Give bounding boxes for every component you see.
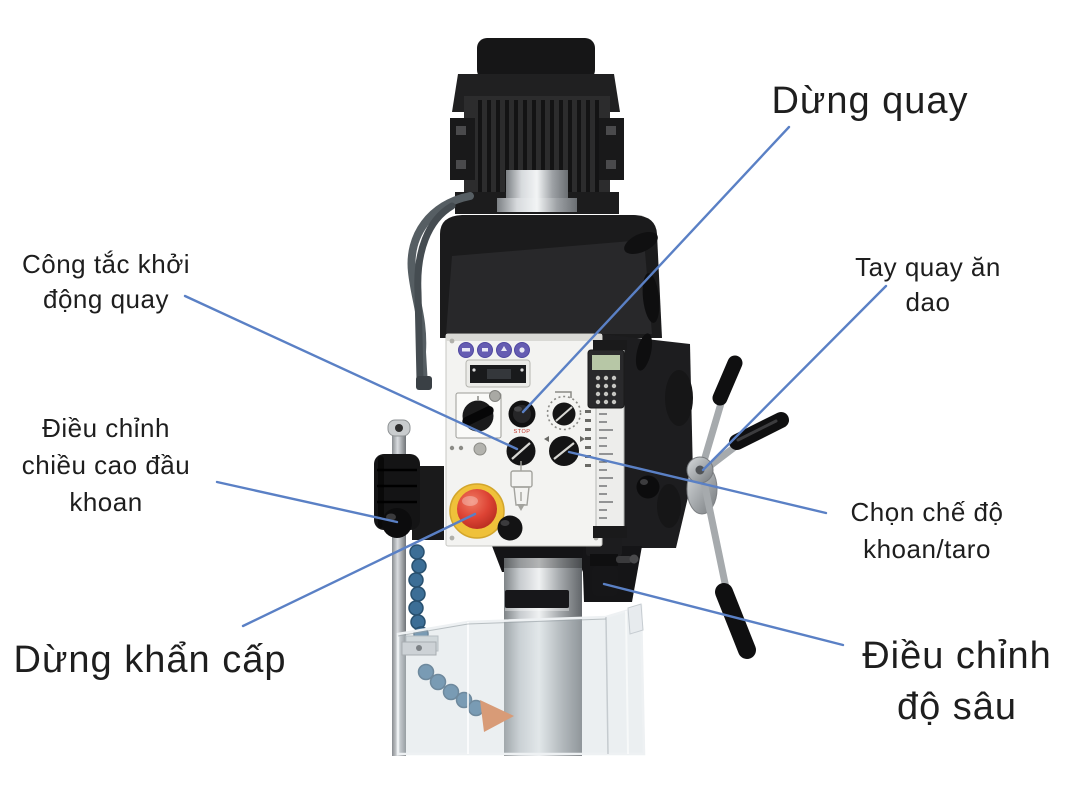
leader-chon-che-do [567,450,828,515]
quill-diagram-icon [510,461,533,511]
leader-dieu-chinh-chieu-cao [215,480,399,524]
leader-cong-tac-khoi-dong-quay [183,294,519,451]
spindle-collar [505,590,569,608]
leader-lines [183,125,888,647]
chip-guard [396,603,646,756]
label-chon-che-do-khoan-taro: Chọn chế độ khoan/taro [850,497,1004,564]
leader-tay-quay-an-dao [701,284,888,472]
label-dieu-chinh-chieu-cao-dau-khoan: Điều chỉnh chiều cao đầu khoan [21,413,191,517]
leader-dung-quay [521,125,791,414]
lower-panel-knob [497,515,523,541]
digital-display [465,359,531,388]
label-tay-quay-an-dao: Tay quay ăn dao [855,252,1001,318]
coolant-hose [405,544,514,732]
power-cables [407,192,474,390]
mode-selector-knob [544,436,585,466]
dro-readout [587,349,625,409]
label-dieu-chinh-do-sau: Điều chỉnh độ sâu [862,635,1052,729]
leader-dieu-chinh-do-sau [602,582,845,647]
leader-dung-khan-cap [241,512,477,628]
control-panel: STOP [445,333,603,547]
speed-dial [546,391,582,431]
head-housing [440,215,693,548]
motor [450,38,624,214]
casting-clamp-bolt [636,475,660,499]
feed-handwheel [686,355,789,659]
spindle-quill [492,546,642,756]
indicator-icons [458,342,530,358]
label-cong-tac-khoi-dong-quay: Công tắc khởi động quay [21,249,191,315]
panel-screw [489,390,501,402]
stop-button-label: STOP [514,429,531,435]
label-dung-quay: Dừng quay [771,80,969,122]
spindle-start-switch [449,436,536,466]
feed-lever-grip [715,583,756,659]
handwheel-handle [712,355,743,406]
label-dung-khan-cap: Dừng khẩn cấp [13,639,287,681]
emergency-stop-button [449,483,505,539]
coolant-nozzle [480,700,514,732]
